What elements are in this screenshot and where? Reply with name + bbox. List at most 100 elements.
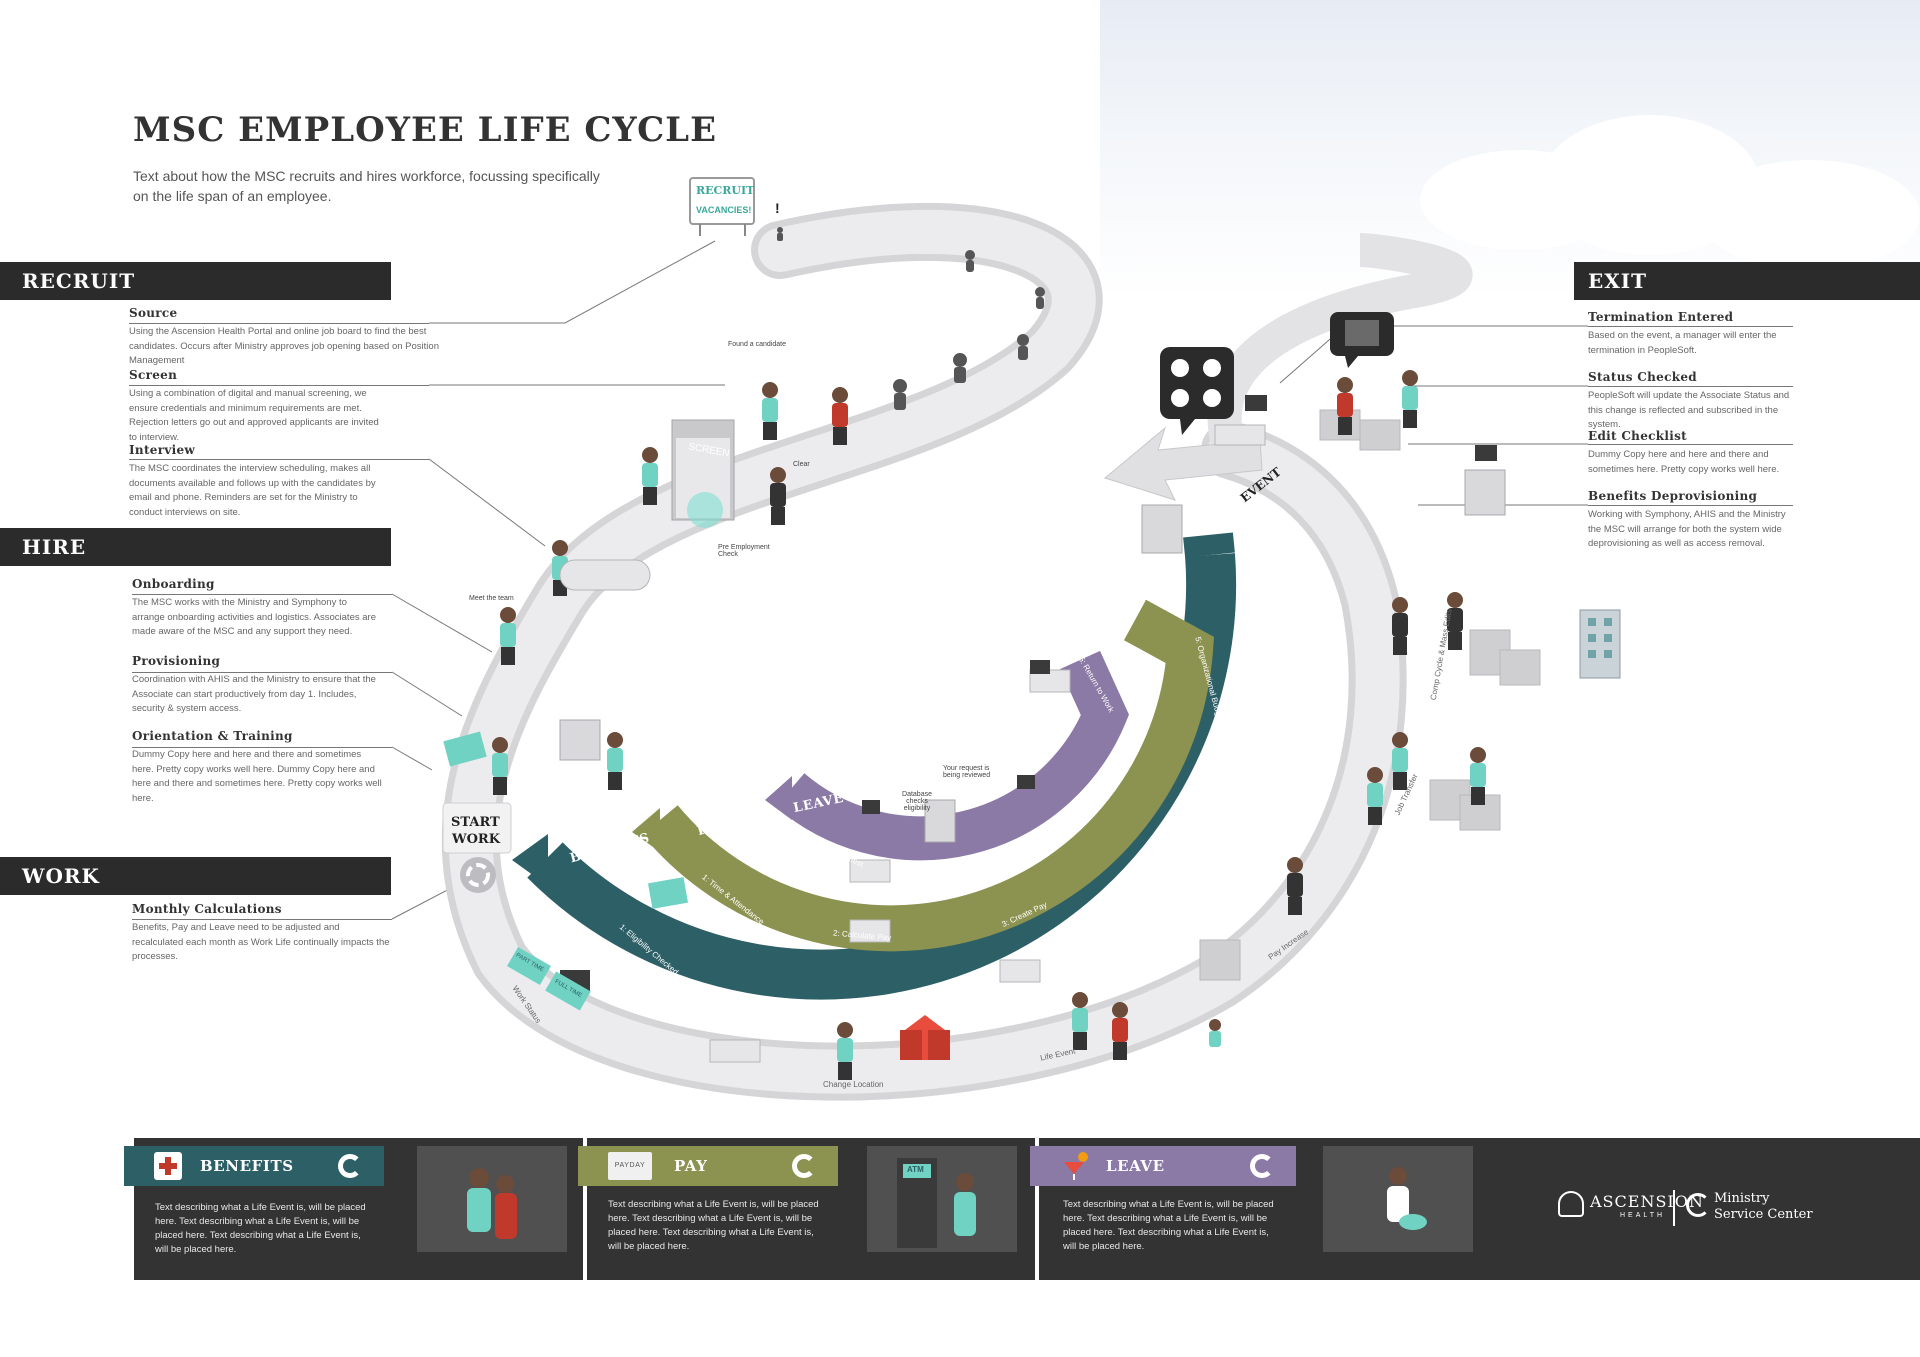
rule (132, 594, 392, 595)
exit-termination: Termination Entered Based on the event, … (1588, 310, 1798, 358)
part-time-sign (507, 946, 551, 986)
callout-found-candidate: Found a candidate (728, 341, 786, 348)
desks (559, 424, 1266, 1063)
recruit-interview-text: The MSC coordinates the interview schedu… (129, 463, 376, 518)
rule (1588, 386, 1793, 387)
atm-illustration: ATM (867, 1146, 1017, 1252)
leave-arrowhead (765, 776, 792, 820)
benefits-band: BENEFITS (124, 1146, 384, 1186)
callout-database-checks: Database checks eligibility (902, 791, 932, 812)
exit-termination-text: Based on the event, a manager will enter… (1588, 330, 1777, 356)
recruit-source: Source Using the Ascension Health Portal… (129, 306, 459, 369)
work-heading-bar: WORK (0, 857, 391, 895)
cycle-icon (338, 1154, 362, 1178)
gift-icon (900, 1015, 950, 1060)
work-heading: WORK (22, 864, 100, 888)
exit-status-title: Status Checked (1588, 370, 1697, 384)
exit-benefits-deprovisioning: Benefits Deprovisioning Working with Sym… (1588, 489, 1798, 552)
recruit-interview: Interview The MSC coordinates the interv… (129, 443, 389, 520)
cycle-icon (460, 857, 496, 893)
hire-provisioning-title: Provisioning (132, 654, 221, 668)
rule (132, 672, 392, 673)
rule (129, 323, 429, 324)
recruit-heading-bar: RECRUIT (0, 262, 391, 300)
exit-heading: EXIT (1588, 269, 1647, 293)
atm-text: ATM (907, 1165, 924, 1174)
start-work-line2: WORK (452, 832, 501, 847)
work-monthly-text: Benefits, Pay and Leave need to be adjus… (132, 922, 390, 962)
pay-arc (642, 599, 1215, 952)
recruit-source-text: Using the Ascension Health Portal and on… (129, 326, 439, 366)
queued-people (777, 227, 1045, 410)
exit-edit-checklist: Edit Checklist Dummy Copy here and here … (1588, 429, 1798, 477)
leave-arc (775, 650, 1129, 861)
exit-edit-title: Edit Checklist (1588, 429, 1687, 443)
exit-edit-text: Dummy Copy here and here and there and s… (1588, 449, 1780, 475)
rule (1588, 505, 1793, 506)
cloud (1700, 160, 1920, 270)
hire-onboarding-text: The MSC works with the Ministry and Symp… (132, 597, 376, 637)
brand-divider (1673, 1190, 1675, 1226)
benefits-description: Text describing what a Life Event is, wi… (155, 1202, 366, 1255)
rule (132, 747, 392, 748)
exit-road (1207, 233, 1473, 456)
vacation-illustration (1323, 1146, 1473, 1252)
tablet-screens (443, 731, 688, 909)
full-time-sign (545, 971, 591, 1011)
page-intro: Text about how the MSC recruits and hire… (133, 168, 600, 204)
hire-heading-bar: HIRE (0, 528, 391, 566)
recruit-sign (689, 177, 755, 225)
hire-orientation-title: Orientation & Training (132, 729, 293, 743)
leave-description: Text describing what a Life Event is, wi… (1063, 1199, 1274, 1252)
start-work-panel (442, 802, 512, 854)
ascension-logo (1558, 1191, 1584, 1217)
hire-provisioning-text: Coordination with AHIS and the Ministry … (132, 674, 376, 714)
server-racks (559, 469, 1506, 843)
ascension-logo-icon (1558, 1191, 1584, 1217)
recruit-heading: RECRUIT (22, 269, 136, 293)
callout-pre-employment: Pre Employment Check (718, 544, 770, 558)
pay-band: PAYDAY PAY (578, 1146, 838, 1186)
bubble-icons (1171, 320, 1379, 407)
benefits-band-label: BENEFITS (200, 1157, 294, 1175)
hire-orientation: Orientation & Training Dummy Copy here a… (132, 729, 382, 806)
recruit-screen-text: Using a combination of digital and manua… (129, 388, 379, 443)
work-monthly-calculations: Monthly Calculations Benefits, Pay and L… (132, 902, 392, 965)
family-illustration (417, 1146, 567, 1252)
start-work-line1: START (451, 815, 500, 830)
msc-logo-icon (1686, 1193, 1710, 1217)
worker-figures (492, 370, 1486, 1080)
exclamation-mark: ! (775, 200, 780, 216)
rule (1588, 326, 1793, 327)
recruit-screen: Screen Using a combination of digital an… (129, 368, 389, 445)
hire-onboarding: Onboarding The MSC works with the Minist… (132, 577, 382, 640)
ascension-sub: HEALTH (1620, 1212, 1666, 1219)
exit-status-checked: Status Checked PeopleSoft will update th… (1588, 370, 1798, 433)
payday-card-icon: PAYDAY (608, 1152, 652, 1180)
payday-text: PAYDAY (614, 1162, 646, 1169)
pay-description: Text describing what a Life Event is, wi… (608, 1199, 819, 1252)
recruit-sign-text: RECRUIT (696, 184, 755, 197)
exit-deprov-title: Benefits Deprovisioning (1588, 489, 1758, 503)
hire-orientation-text: Dummy Copy here and here and there and s… (132, 749, 382, 804)
callout-request-reviewed: Your request is being reviewed (943, 765, 991, 779)
panel-divider (583, 1138, 587, 1280)
exit-termination-title: Termination Entered (1588, 310, 1734, 324)
exit-heading-bar: EXIT (1574, 262, 1920, 300)
cycle-icon (792, 1154, 816, 1178)
hire-provisioning: Provisioning Coordination with AHIS and … (132, 654, 382, 717)
page-title: MSC EMPLOYEE LIFE CYCLE (133, 110, 717, 150)
pay-band-label: PAY (674, 1157, 708, 1175)
rule (132, 919, 392, 920)
exit-deprov-text: Working with Symphony, AHIS and the Mini… (1588, 509, 1786, 549)
recruit-interview-title: Interview (129, 443, 196, 457)
rule (1588, 444, 1793, 445)
rule (129, 459, 429, 460)
leave-band: LEAVE (1030, 1146, 1296, 1186)
event-arrow (1103, 426, 1263, 501)
leave-band-label: LEAVE (1106, 1157, 1165, 1175)
msc-wordmark-line2: Service Center (1714, 1207, 1813, 1222)
cocktail-icon (1060, 1152, 1088, 1180)
hire-onboarding-title: Onboarding (132, 577, 215, 591)
